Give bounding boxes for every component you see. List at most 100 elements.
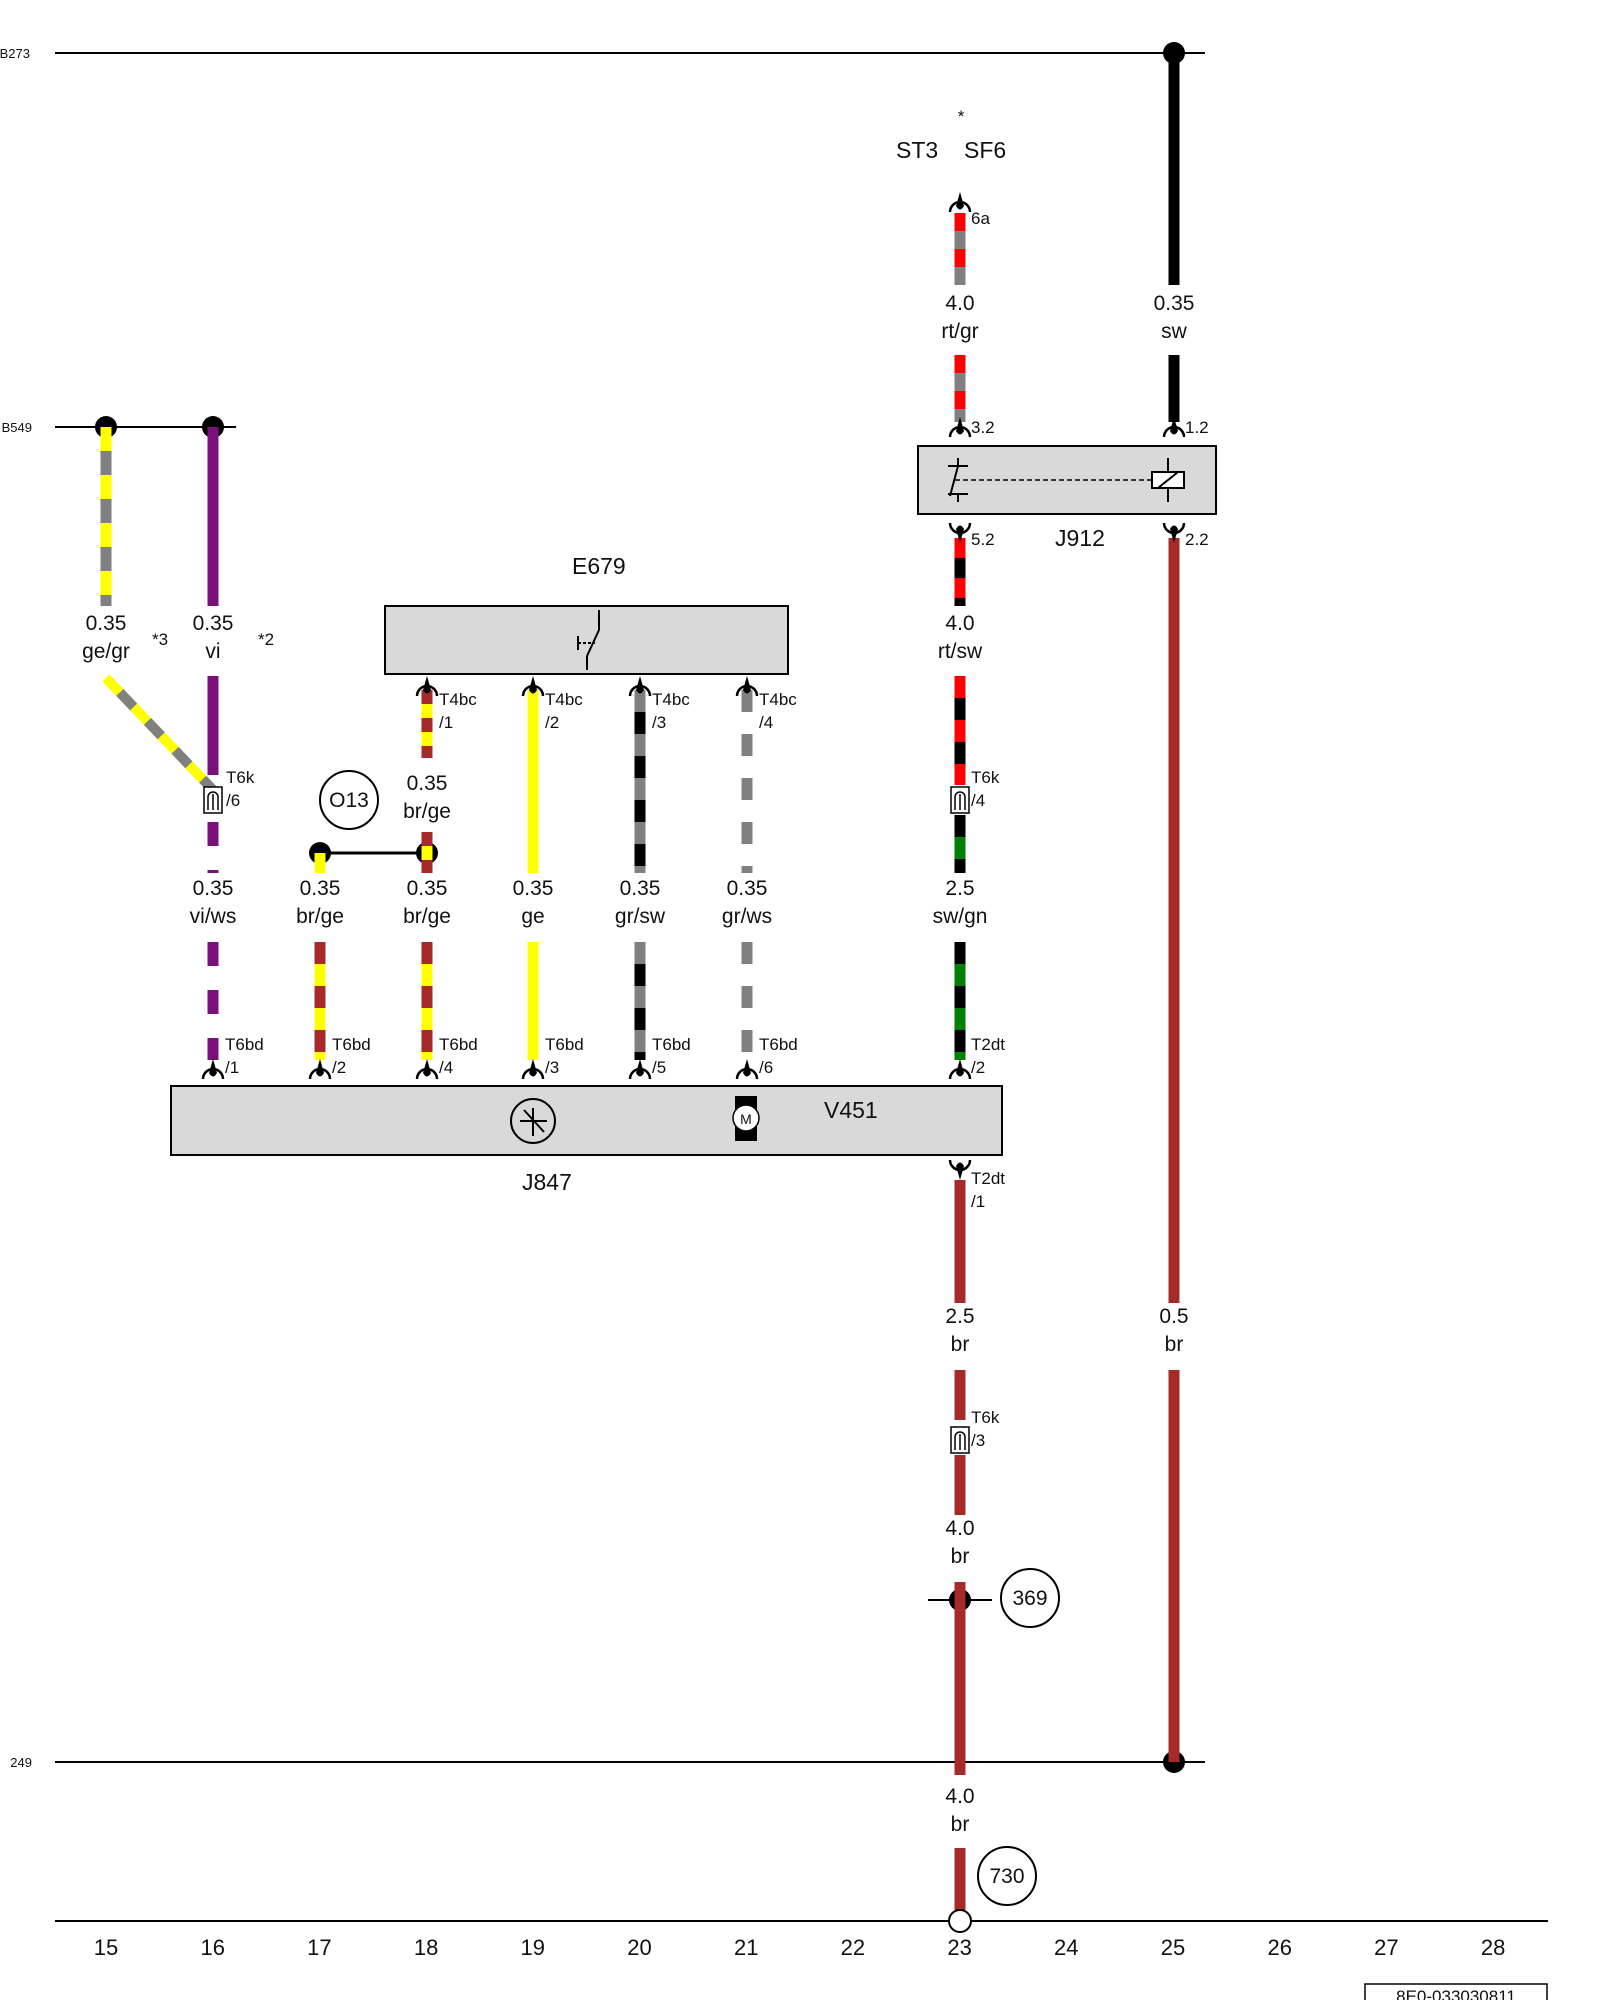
connector-pin [415, 1059, 439, 1080]
wire-color-label: br [951, 1545, 970, 1568]
pin-label: 1.2 [1185, 418, 1209, 437]
connector-socket [948, 1159, 972, 1180]
wire-color-label: sw [1161, 320, 1188, 343]
column-number: 20 [627, 1935, 651, 1960]
motor-icon: M [732, 1096, 760, 1141]
ref-label-369: 369 [1012, 1587, 1047, 1610]
inline-connector [203, 786, 223, 814]
wire-size-label: 0.35 [1154, 292, 1195, 315]
column-number: 25 [1161, 1935, 1185, 1960]
note-marker: *3 [152, 630, 168, 649]
ref-circle-369 [1000, 1568, 1060, 1628]
wire-color-label: vi/ws [190, 905, 237, 928]
connector-socket [1162, 522, 1186, 543]
wire-color-label: rt/gr [941, 320, 978, 343]
ref-label-730: 730 [989, 1865, 1024, 1888]
pin-label: 2.2 [1185, 530, 1209, 549]
inline-connector [950, 786, 970, 814]
connector-pin [735, 676, 759, 697]
connector-pin [308, 1059, 332, 1080]
ref-circle-730 [977, 1846, 1037, 1906]
pin-label: T4bc [652, 690, 690, 709]
wire-size-label: 4.0 [945, 292, 974, 315]
pin-label: T2dt [971, 1035, 1005, 1054]
connector-pin [201, 1059, 225, 1080]
note-marker: *2 [258, 630, 274, 649]
wire-color-label: br [951, 1333, 970, 1356]
pin-label: /2 [971, 1058, 985, 1077]
wire-size-label: 0.35 [407, 877, 448, 900]
wire-size-label: 0.35 [193, 877, 234, 900]
pin-label: /3 [545, 1058, 559, 1077]
connector-pin [1162, 417, 1186, 438]
pin-label: /2 [332, 1058, 346, 1077]
pin-label: /4 [439, 1058, 453, 1077]
j847-box [170, 1085, 1003, 1156]
pin-label: /6 [226, 791, 240, 810]
column-number: 24 [1054, 1935, 1078, 1960]
wire-color-label: rt/sw [938, 640, 983, 663]
v451-label: V451 [824, 1097, 878, 1123]
pin-label: /1 [439, 713, 453, 732]
connector-pin [628, 676, 652, 697]
wire-color-label: gr/sw [615, 905, 666, 928]
wire-size-label: 0.5 [1159, 1305, 1188, 1328]
pin-label: T6k [971, 1408, 1000, 1427]
pin-label: 5.2 [971, 530, 995, 549]
wire-color-label: sw/gn [933, 905, 988, 928]
wire-stripe [102, 674, 217, 794]
connector-pin [948, 417, 972, 438]
wire-color-label: br/ge [403, 800, 451, 823]
wire-size-label: 0.35 [193, 612, 234, 635]
relay-icon [948, 458, 1185, 502]
connector-pin [735, 1059, 759, 1080]
wire-size-label: 0.35 [620, 877, 661, 900]
wire-size-label: 0.35 [513, 877, 554, 900]
column-number: 26 [1267, 1935, 1291, 1960]
pin-label: T6bd [439, 1035, 478, 1054]
column-number: 15 [94, 1935, 118, 1960]
sf6-label: SF6 [964, 137, 1006, 163]
pin-label: /2 [545, 713, 559, 732]
motor-letter: M [740, 1111, 752, 1127]
column-number: 23 [947, 1935, 971, 1960]
footer-code: 8E0-033030811 [1396, 1987, 1516, 2000]
pin-label: /1 [971, 1192, 985, 1211]
pin-label: T6bd [545, 1035, 584, 1054]
connector-pin [521, 676, 545, 697]
switch-icon [577, 610, 600, 670]
column-number: 28 [1481, 1935, 1505, 1960]
connector-pin [948, 1059, 972, 1080]
pin-label: T6bd [759, 1035, 798, 1054]
pin-label: T6bd [652, 1035, 691, 1054]
column-number: 22 [841, 1935, 865, 1960]
j912-label: J912 [1055, 525, 1105, 551]
wire-color-label: vi [205, 640, 220, 663]
wire-color-label: ge [521, 905, 544, 928]
wire-group [100, 53, 1180, 1910]
footer-code-box [1364, 1983, 1548, 2000]
pin-label: T2dt [971, 1169, 1005, 1188]
wire-size-label: 2.5 [945, 1305, 974, 1328]
column-number: 18 [414, 1935, 438, 1960]
pin-label: T4bc [759, 690, 797, 709]
connector-pin [628, 1059, 652, 1080]
wire-size-label: 4.0 [945, 612, 974, 635]
connector-group [201, 192, 1186, 1454]
wire-color-label: br [1165, 1333, 1184, 1356]
pin-label: 3.2 [971, 418, 995, 437]
star-note: * [958, 107, 965, 126]
pin-label: T6k [226, 768, 255, 787]
column-number: 17 [307, 1935, 331, 1960]
pin-label: 6a [971, 209, 990, 228]
wire-size-label: 0.35 [727, 877, 768, 900]
wire-color-label: br/ge [403, 905, 451, 928]
pin-label: /3 [652, 713, 666, 732]
ref-circle-o13 [319, 770, 379, 830]
pin-label: /4 [759, 713, 773, 732]
e679-label: E679 [572, 553, 626, 579]
wire-color-label: br [951, 1813, 970, 1836]
pin-label: /4 [971, 791, 985, 810]
